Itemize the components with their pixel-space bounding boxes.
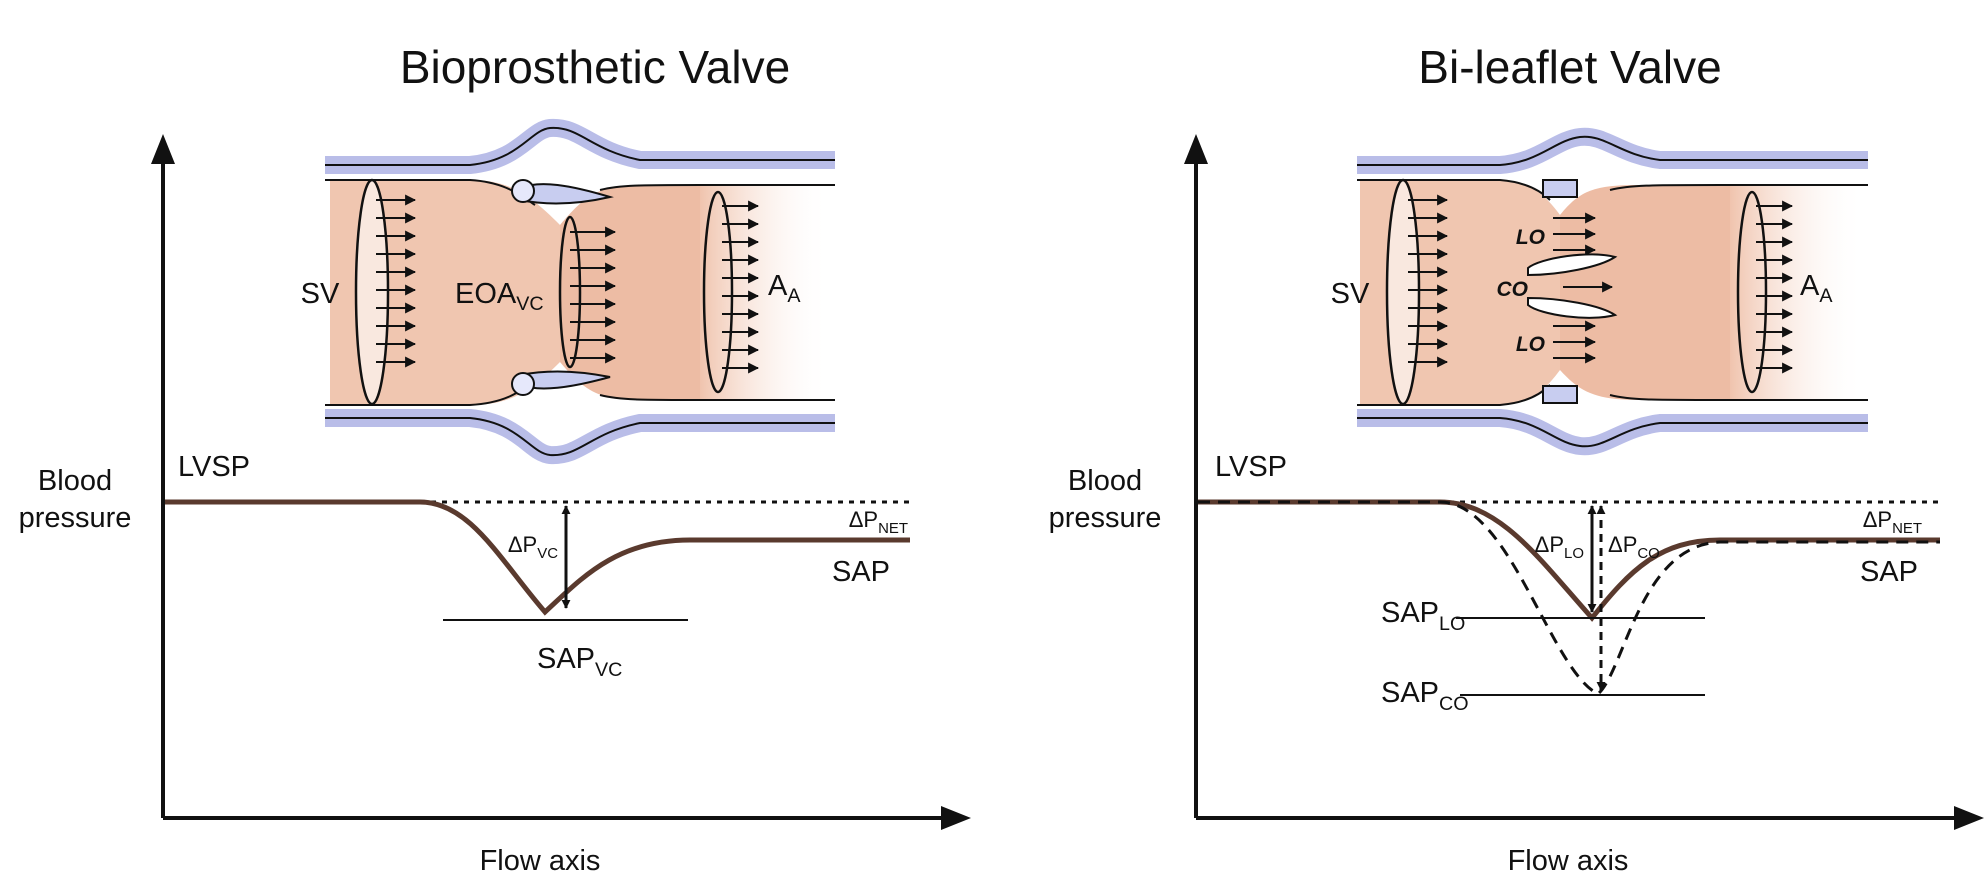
x-axis-label: Flow axis xyxy=(480,845,601,877)
dp-net-label: ΔPNET xyxy=(849,507,908,537)
bioprosthetic-panel: Bioprosthetic Valve Blood pressure Flow … xyxy=(19,41,971,877)
dp-lo-label: ΔPLO xyxy=(1535,532,1584,562)
sv-label: SV xyxy=(1331,278,1370,310)
pressure-curve xyxy=(165,499,910,616)
y-axis-label-line1: Blood xyxy=(38,465,112,497)
bioprosthetic-vessel-illustration xyxy=(325,118,835,465)
bileaflet-panel: Bi-leaflet Valve Blood pressure Flow axi… xyxy=(1049,41,1984,877)
panel-title: Bioprosthetic Valve xyxy=(400,41,790,93)
panel-title: Bi-leaflet Valve xyxy=(1418,41,1721,93)
sap-vc-label: SAPVC xyxy=(537,643,622,681)
aa-label: AA xyxy=(768,270,801,307)
dp-vc-label: ΔPVC xyxy=(508,532,558,562)
co-label: CO xyxy=(1497,278,1529,301)
dp-net-label: ΔPNET xyxy=(1863,507,1922,537)
pressure-curve-central xyxy=(1198,500,1940,696)
sap-label: SAP xyxy=(1860,556,1918,588)
bileaflet-vessel-illustration xyxy=(1357,127,1868,456)
y-axis-label-line1: Blood xyxy=(1068,465,1142,497)
y-axis-label-line2: pressure xyxy=(19,502,132,534)
sv-label: SV xyxy=(301,278,340,310)
lo-bottom-label: LO xyxy=(1516,333,1545,356)
lvsp-label: LVSP xyxy=(178,451,250,483)
dp-co-label: ΔPCO xyxy=(1608,532,1660,562)
y-axis-label-line2: pressure xyxy=(1049,502,1162,534)
lvsp-label: LVSP xyxy=(1215,451,1287,483)
aa-label: AA xyxy=(1800,270,1833,307)
lo-top-label: LO xyxy=(1516,226,1545,249)
sap-co-label: SAPCO xyxy=(1381,677,1469,715)
sap-lo-label: SAPLO xyxy=(1381,597,1465,635)
sap-label: SAP xyxy=(832,556,890,588)
x-axis-label: Flow axis xyxy=(1508,845,1629,877)
eoa-vc-label: EOAVC xyxy=(455,278,544,315)
